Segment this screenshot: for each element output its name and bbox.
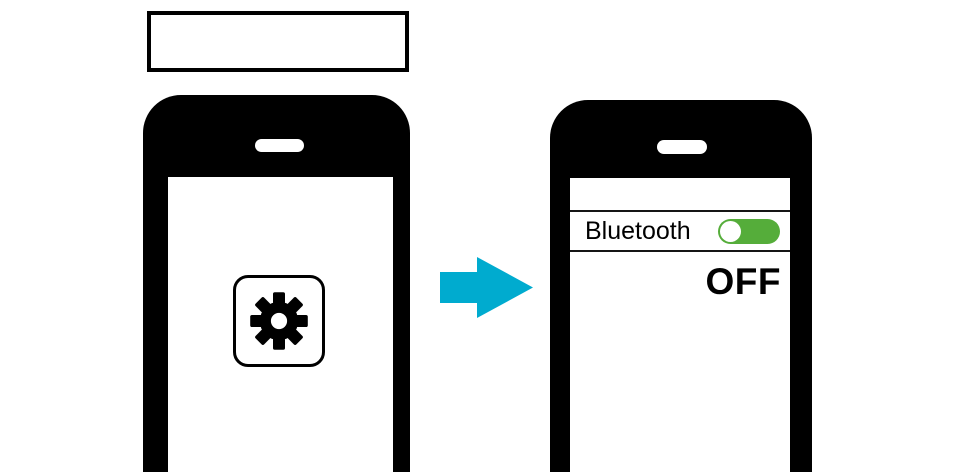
bluetooth-row: Bluetooth — [570, 212, 790, 250]
bluetooth-label: Bluetooth — [585, 216, 691, 245]
bluetooth-toggle[interactable] — [718, 218, 780, 244]
phone-before — [143, 95, 410, 472]
title-box — [147, 11, 409, 72]
phone-before-screen — [168, 177, 393, 472]
phone-after: Bluetooth OFF — [550, 100, 812, 472]
divider-bottom — [570, 250, 790, 252]
bluetooth-status-text: OFF — [705, 261, 781, 302]
settings-gear-icon — [250, 292, 308, 350]
arrow-right-shape — [440, 257, 533, 318]
status-band — [570, 178, 790, 210]
phone-after-screen: Bluetooth OFF — [570, 178, 790, 472]
arrow-right-icon — [440, 257, 533, 318]
speaker-slot — [255, 139, 304, 152]
speaker-slot — [657, 140, 707, 154]
settings-app-button[interactable] — [233, 275, 325, 367]
toggle-knob — [720, 220, 741, 242]
divider-top — [570, 210, 790, 212]
